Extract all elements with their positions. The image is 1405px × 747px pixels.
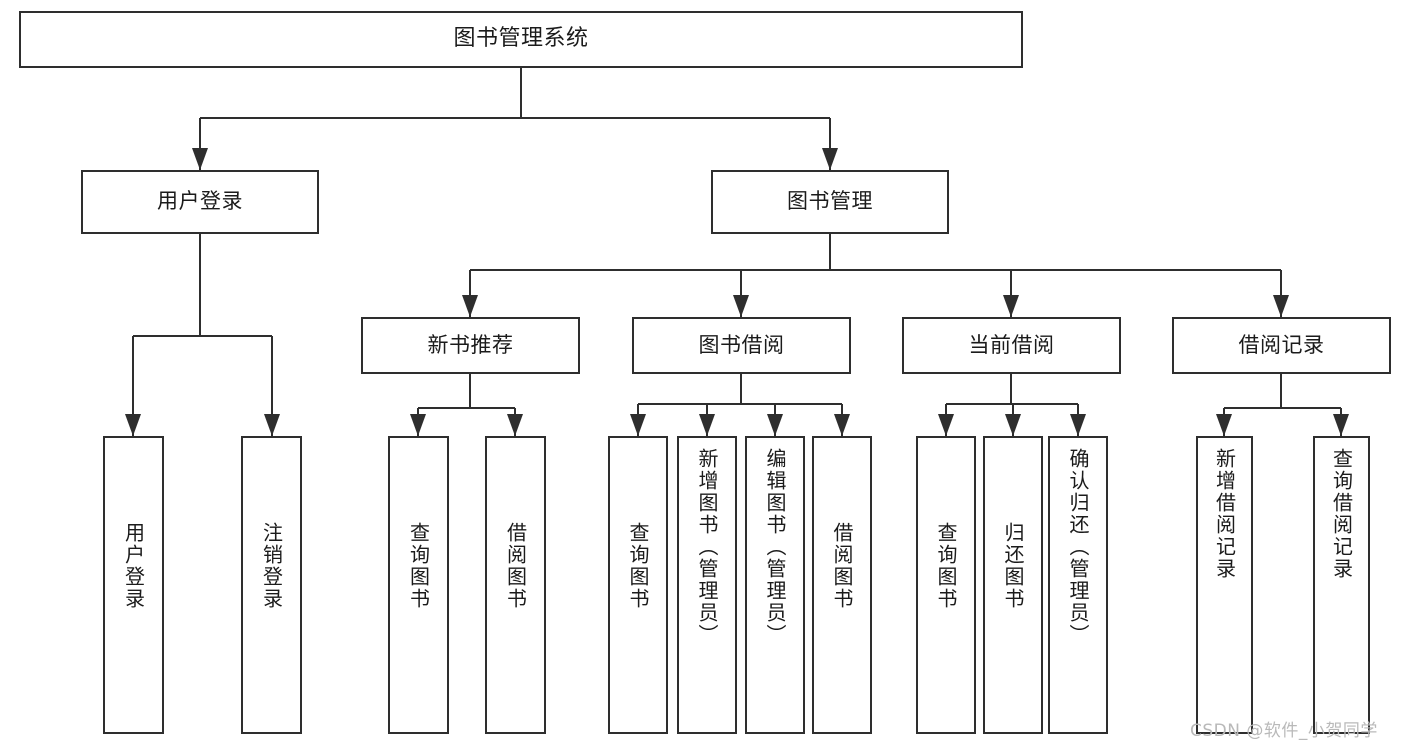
book-manage-bus-arrowhead-1 <box>733 295 749 317</box>
node-label: 新书推荐 <box>427 332 514 357</box>
node-label: 用户登录 <box>121 522 146 610</box>
node-label: 新增借阅记录 <box>1212 448 1237 580</box>
node-leaf-return-book[interactable]: 归还图书 <box>983 436 1043 734</box>
node-leaf-add-book[interactable]: 新增图书（管理员） <box>677 436 737 734</box>
node-leaf-borrow-book-2[interactable]: 借阅图书 <box>812 436 872 734</box>
node-leaf-user-logout[interactable]: 注销登录 <box>241 436 302 734</box>
node-label: 注销登录 <box>259 522 284 610</box>
node-label: 查询图书 <box>626 522 650 610</box>
node-label: 图书管理系统 <box>453 26 589 52</box>
node-leaf-query-book-3[interactable]: 查询图书 <box>916 436 976 734</box>
node-leaf-edit-book[interactable]: 编辑图书（管理员） <box>745 436 805 734</box>
node-leaf-borrow-book-1[interactable]: 借阅图书 <box>485 436 546 734</box>
book-manage-bus-arrowhead-2 <box>1003 295 1019 317</box>
node-leaf-confirm-return[interactable]: 确认归还（管理员） <box>1048 436 1108 734</box>
node-label: 借阅图书 <box>830 522 854 610</box>
user-login-bus-arrowhead-0 <box>125 414 141 436</box>
node-label: 查询图书 <box>406 522 431 610</box>
node-leaf-user-login[interactable]: 用户登录 <box>103 436 164 734</box>
root-bus-arrowhead-0 <box>192 148 208 170</box>
borrow-record-bus-arrowhead-1 <box>1333 414 1349 436</box>
node-label: 借阅图书 <box>503 522 528 610</box>
book-borrow-bus-arrowhead-1 <box>699 414 715 436</box>
node-leaf-query-book-1[interactable]: 查询图书 <box>388 436 449 734</box>
node-label: 归还图书 <box>1001 522 1025 610</box>
node-label: 当前借阅 <box>968 332 1055 357</box>
node-new-book-rec[interactable]: 新书推荐 <box>361 317 580 374</box>
book-manage-bus-arrowhead-0 <box>462 295 478 317</box>
book-borrow-bus-arrowhead-0 <box>630 414 646 436</box>
current-borrow-bus-arrowhead-0 <box>938 414 954 436</box>
node-label: 确认归还（管理员） <box>1066 448 1090 646</box>
book-borrow-bus-arrowhead-3 <box>834 414 850 436</box>
new-book-rec-bus-arrowhead-0 <box>410 414 426 436</box>
node-label: 编辑图书（管理员） <box>763 448 787 646</box>
node-root[interactable]: 图书管理系统 <box>19 11 1023 68</box>
node-book-manage[interactable]: 图书管理 <box>711 170 949 234</box>
node-label: 图书管理 <box>787 189 873 214</box>
csdn-watermark: CSDN @软件_小贺同学 <box>1190 721 1378 741</box>
book-manage-bus-arrowhead-3 <box>1273 295 1289 317</box>
node-borrow-record[interactable]: 借阅记录 <box>1172 317 1391 374</box>
node-leaf-add-record[interactable]: 新增借阅记录 <box>1196 436 1253 734</box>
node-label: 图书借阅 <box>698 332 785 357</box>
node-leaf-query-book-2[interactable]: 查询图书 <box>608 436 668 734</box>
node-book-borrow[interactable]: 图书借阅 <box>632 317 851 374</box>
node-label: 用户登录 <box>157 189 243 214</box>
node-label: 查询借阅记录 <box>1329 448 1354 580</box>
node-label: 查询图书 <box>934 522 958 610</box>
book-borrow-bus-arrowhead-2 <box>767 414 783 436</box>
node-current-borrow[interactable]: 当前借阅 <box>902 317 1121 374</box>
new-book-rec-bus-arrowhead-1 <box>507 414 523 436</box>
node-leaf-query-record[interactable]: 查询借阅记录 <box>1313 436 1370 734</box>
current-borrow-bus-arrowhead-2 <box>1070 414 1086 436</box>
root-bus-arrowhead-1 <box>822 148 838 170</box>
user-login-bus-arrowhead-1 <box>264 414 280 436</box>
node-user-login[interactable]: 用户登录 <box>81 170 319 234</box>
node-label: 新增图书（管理员） <box>695 448 719 646</box>
current-borrow-bus-arrowhead-1 <box>1005 414 1021 436</box>
borrow-record-bus-arrowhead-0 <box>1216 414 1232 436</box>
node-label: 借阅记录 <box>1238 332 1325 357</box>
